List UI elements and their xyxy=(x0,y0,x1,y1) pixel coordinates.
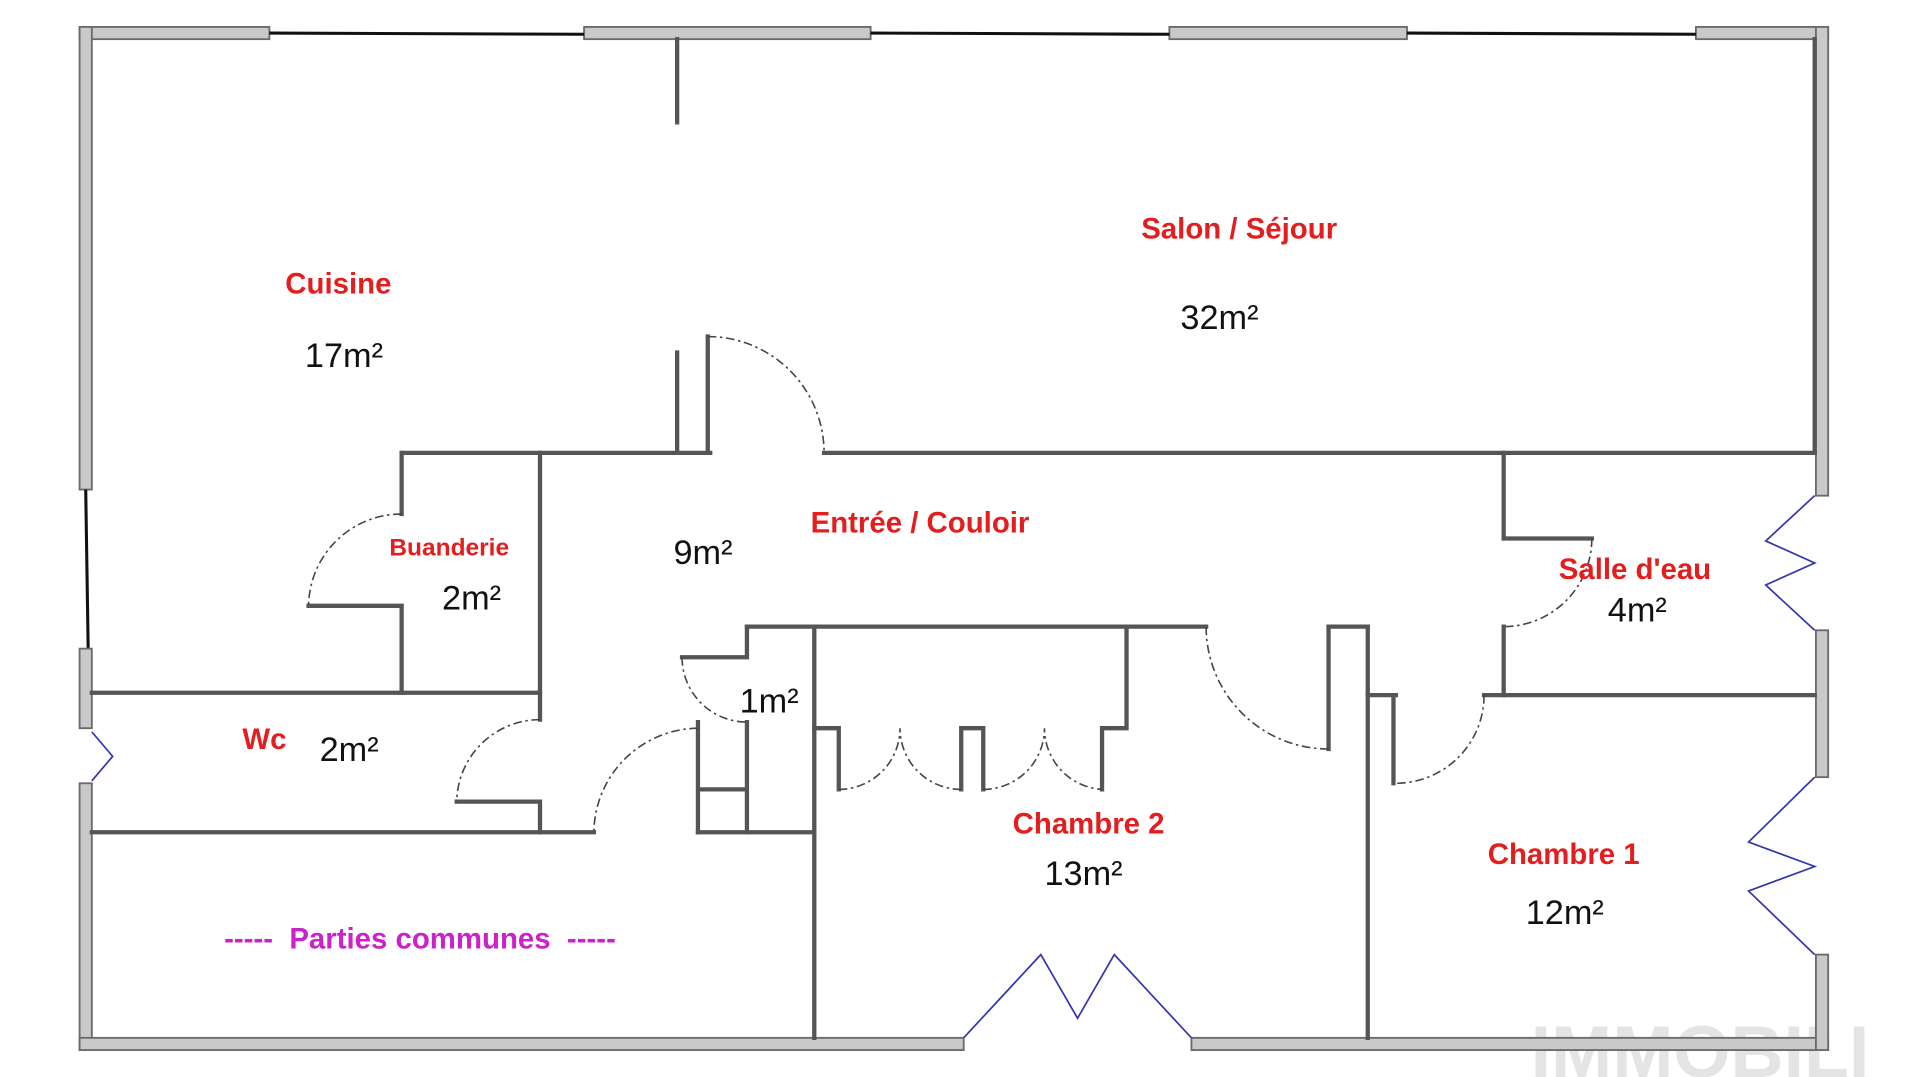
room-label-cuisine: Cuisine xyxy=(285,268,391,301)
common-areas-label: ----- Parties communes ----- xyxy=(224,923,616,956)
room-label-salon: Salon / Séjour xyxy=(1141,213,1337,246)
outer-walls xyxy=(78,26,1830,1051)
area-cuisine: 17m² xyxy=(305,337,383,375)
interior-walls xyxy=(89,37,1817,1040)
area-chambre-1: 12m² xyxy=(1526,894,1604,932)
area-wc: 2m² xyxy=(320,731,379,769)
area-entree: 9m² xyxy=(673,534,732,572)
room-label-chambre-2: Chambre 2 xyxy=(1013,807,1165,840)
window-openings xyxy=(91,495,1818,1039)
area-closet: 1m² xyxy=(740,682,799,720)
area-buanderie: 2m² xyxy=(442,579,501,617)
room-label-wc: Wc xyxy=(242,723,286,756)
door-swings xyxy=(307,335,1593,833)
room-label-entree: Entrée / Couloir xyxy=(811,506,1030,539)
area-salle-deau: 4m² xyxy=(1608,592,1667,630)
room-label-salle-deau: Salle d'eau xyxy=(1559,553,1711,586)
area-salon: 32m² xyxy=(1180,299,1258,337)
area-chambre-2: 13m² xyxy=(1044,855,1122,893)
room-label-buanderie: Buanderie xyxy=(389,535,509,562)
room-label-chambre-1: Chambre 1 xyxy=(1488,838,1640,871)
